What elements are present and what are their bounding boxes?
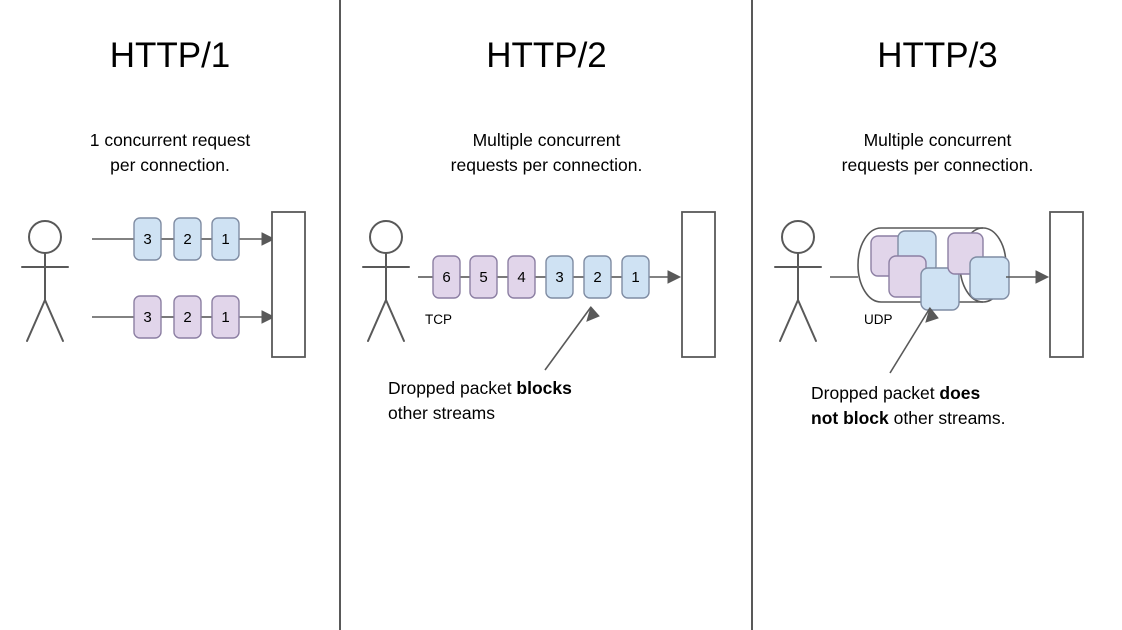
packet-box: 5	[469, 255, 498, 299]
panel-http1: HTTP/1 1 concurrent request per connecti…	[0, 0, 340, 630]
http3-caption-part-2: other streams.	[888, 408, 1006, 429]
http2-annotation-arrow	[544, 305, 600, 371]
transport-label-udp: UDP	[864, 312, 893, 327]
http1-stream-1-arrowhead	[261, 232, 276, 246]
divider-2	[751, 0, 753, 630]
svg-text:3: 3	[143, 309, 151, 326]
svg-text:1: 1	[221, 309, 229, 326]
packet-box: 2	[583, 255, 612, 299]
http3-arrowhead	[1035, 270, 1050, 284]
packet-box: 4	[507, 255, 536, 299]
svg-text:2: 2	[183, 231, 191, 248]
http1-stream-1-packets: 3 2 1	[133, 217, 240, 261]
http3-caption-bold-2: not block	[811, 408, 889, 429]
server-bar	[271, 211, 306, 358]
stick-figure-user	[362, 220, 410, 342]
svg-text:1: 1	[631, 269, 639, 286]
http2-arrowhead	[667, 270, 682, 284]
panel-subtitle-http1: 1 concurrent request per connection.	[89, 130, 251, 176]
panel-subtitle-http2: Multiple concurrent requests per connect…	[450, 130, 643, 176]
panel-title-http1: HTTP/1	[109, 36, 231, 75]
transport-label-tcp: TCP	[425, 312, 452, 327]
svg-text:5: 5	[479, 269, 487, 286]
http3-figure	[753, 195, 1122, 395]
server-bar	[681, 211, 716, 358]
http2-caption-bold: blocks	[516, 378, 572, 398]
packet-box	[969, 256, 1010, 300]
svg-text:2: 2	[593, 269, 601, 286]
panel-http2: HTTP/2 Multiple concurrent requests per …	[341, 0, 752, 630]
http2-figure: 6 5 4 3 2	[341, 195, 752, 395]
panel-title-http3: HTTP/3	[877, 36, 998, 75]
svg-text:6: 6	[442, 269, 450, 286]
http3-annotation-arrow	[889, 306, 939, 374]
packet-box: 2	[173, 295, 202, 339]
http1-stream-2-packets: 3 2 1	[133, 295, 240, 339]
http3-packets	[870, 230, 1010, 311]
http2-caption: Dropped packet blocks other streams	[388, 376, 718, 427]
packet-box: 3	[133, 217, 162, 261]
svg-text:4: 4	[517, 269, 525, 286]
http1-stream-2-arrowhead	[261, 310, 276, 324]
panel-subtitle-http3: Multiple concurrent requests per connect…	[841, 130, 1034, 176]
http3-caption-bold-1: does	[939, 383, 981, 403]
divider-1	[339, 0, 341, 630]
http3-caption-part-1: Dropped packet	[811, 383, 940, 403]
stick-figure-user	[21, 220, 69, 342]
http2-caption-part-1: Dropped packet	[388, 378, 517, 398]
svg-text:1: 1	[221, 231, 229, 248]
svg-text:2: 2	[183, 309, 191, 326]
packet-box	[920, 267, 960, 311]
stick-figure-user	[774, 220, 822, 342]
packet-box: 2	[173, 217, 202, 261]
packet-box: 3	[133, 295, 162, 339]
svg-text:3: 3	[555, 269, 563, 286]
http2-caption-part-2: other streams	[388, 403, 495, 424]
http2-packets: 6 5 4 3 2	[432, 255, 650, 299]
svg-text:3: 3	[143, 231, 151, 248]
packet-box: 1	[211, 217, 240, 261]
panel-http3: HTTP/3 Multiple concurrent requests per …	[753, 0, 1122, 630]
packet-box: 6	[432, 255, 461, 299]
http1-figure: 3 2 1	[0, 195, 340, 375]
server-bar	[1049, 211, 1084, 358]
http3-caption: Dropped packet does not block other stre…	[811, 381, 1111, 432]
packet-box: 1	[211, 295, 240, 339]
panel-title-http2: HTTP/2	[486, 36, 607, 75]
packet-box: 3	[545, 255, 574, 299]
packet-box: 1	[621, 255, 650, 299]
